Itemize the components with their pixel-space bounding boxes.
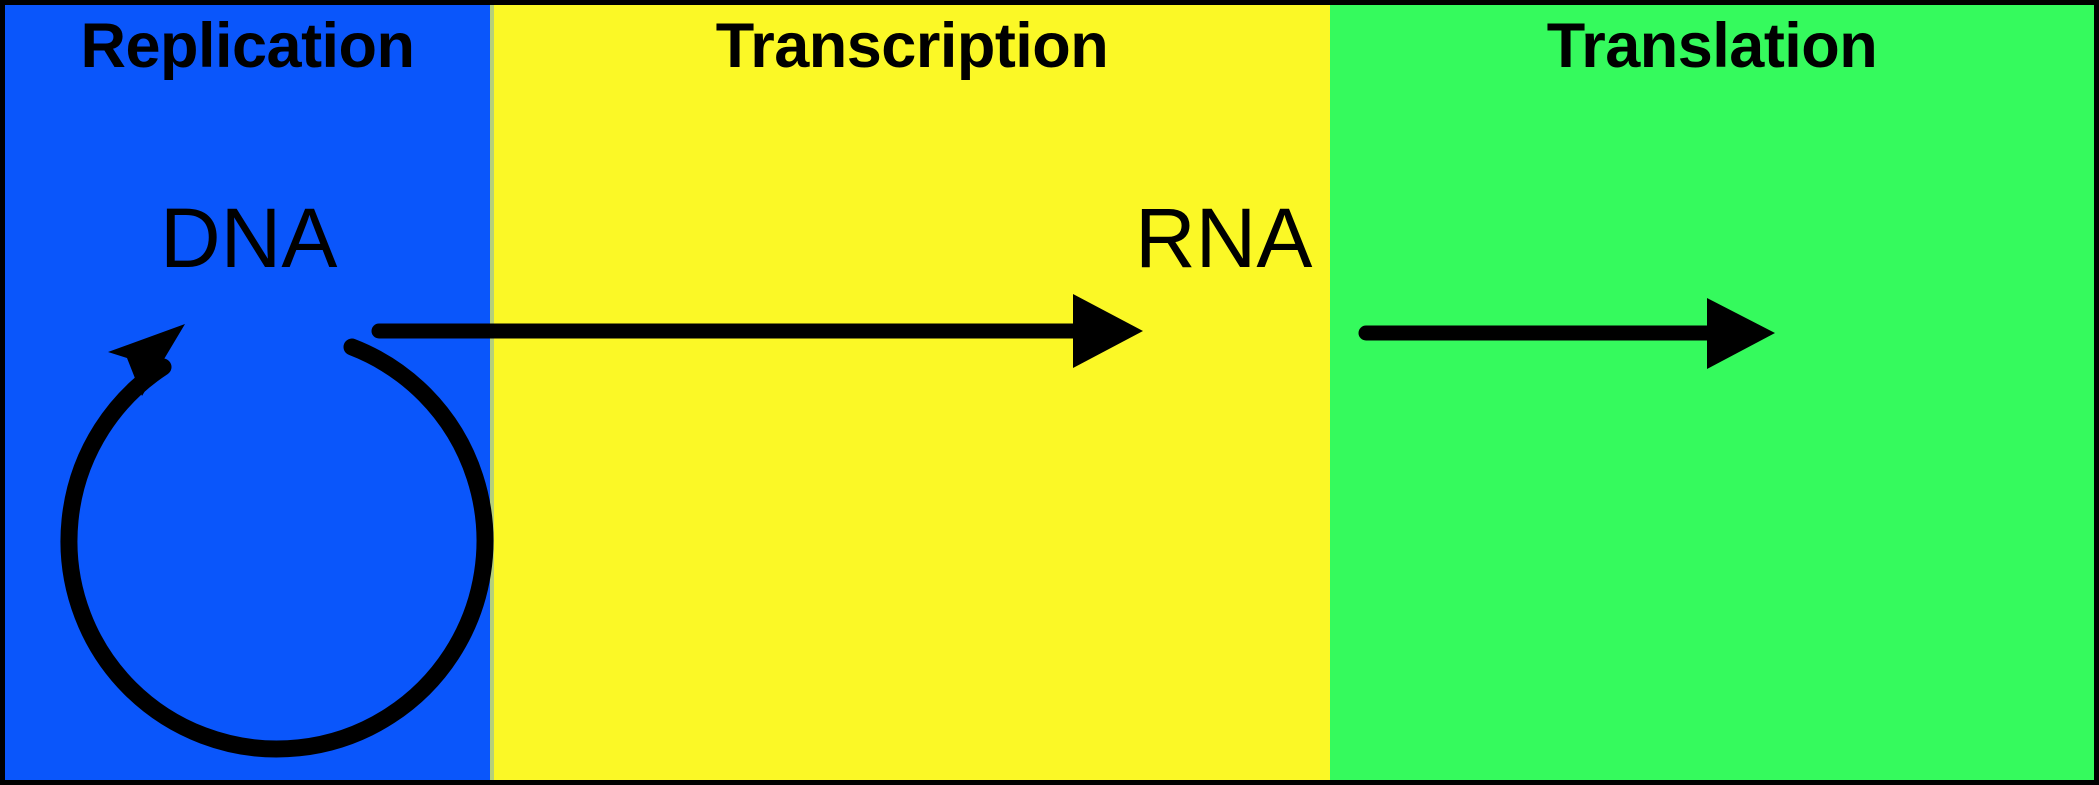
panel-translation: Translation — [1330, 5, 2094, 780]
panel-replication: Replication — [5, 5, 490, 780]
panel-title-transcription: Transcription — [715, 11, 1109, 81]
molecule-label-rna: RNA — [1135, 191, 1313, 285]
panel-title-translation: Translation — [1546, 11, 1878, 81]
panel-title-replication: Replication — [80, 11, 415, 81]
molecule-label-dna: DNA — [160, 191, 338, 285]
panel-transcription: Transcription — [494, 5, 1330, 780]
